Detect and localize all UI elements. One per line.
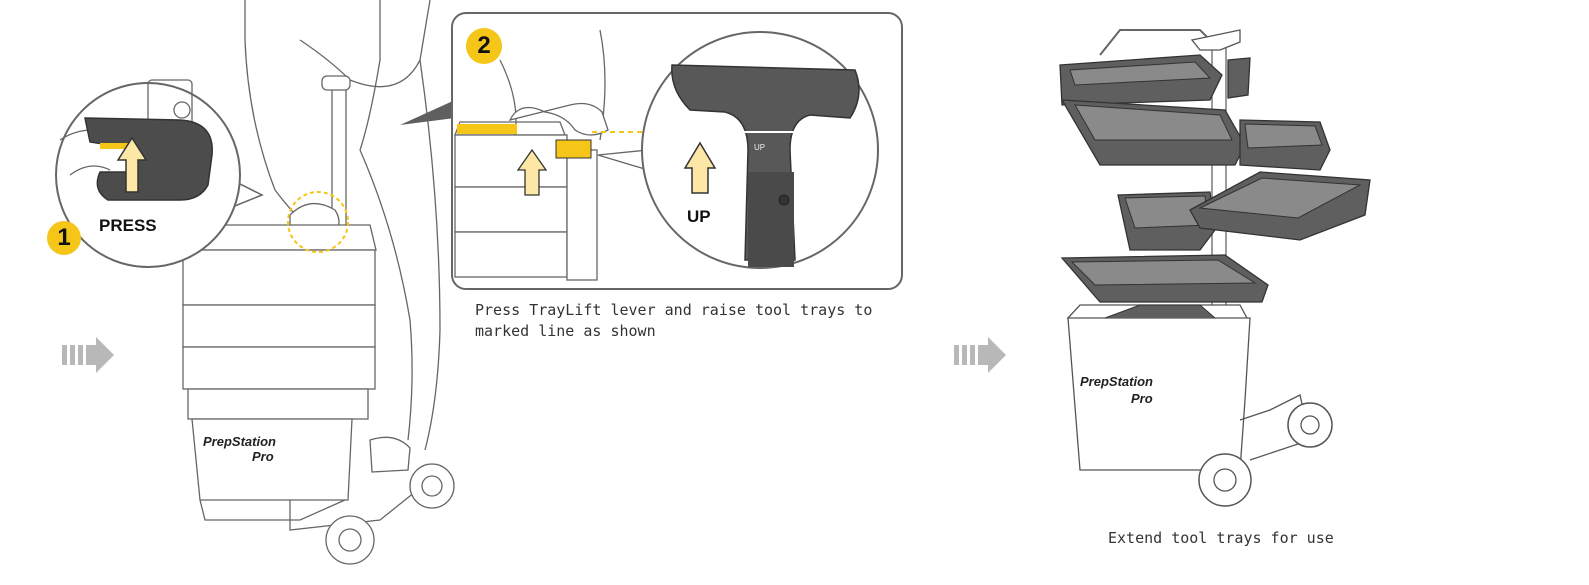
up-arrow-icon [116, 136, 148, 193]
lever-up-mark: UP [754, 143, 765, 152]
step3-caption: Extend tool trays for use [1108, 529, 1334, 547]
sequence-arrow-icon [62, 337, 114, 373]
cart-model-label: Pro [252, 449, 274, 464]
up-arrow-icon [683, 141, 717, 194]
cart-model-label: Pro [1131, 391, 1153, 406]
cart-brand-label: PrepStation [203, 434, 276, 449]
cart-extended-illustration: PrepStation Pro [1059, 29, 1371, 507]
step2-number: 2 [477, 32, 491, 59]
cart-brand-label: PrepStation [1080, 374, 1153, 389]
step2-action-label: UP [687, 207, 711, 226]
up-arrow-icon [516, 148, 548, 196]
sequence-arrow-icon [954, 337, 1006, 373]
step2-badge: 2 [466, 28, 502, 64]
step1-detail-zoom: PRESS [55, 79, 264, 268]
step1-badge: 1 [47, 221, 81, 255]
step1-action-label: PRESS [99, 216, 157, 235]
step1-number: 1 [57, 224, 71, 251]
cart-closed-illustration: PrepStation Pro [181, 0, 455, 565]
step2-detail-panel: UP UP [400, 12, 903, 290]
step2-caption: Press TrayLift lever and raise tool tray… [475, 301, 873, 340]
